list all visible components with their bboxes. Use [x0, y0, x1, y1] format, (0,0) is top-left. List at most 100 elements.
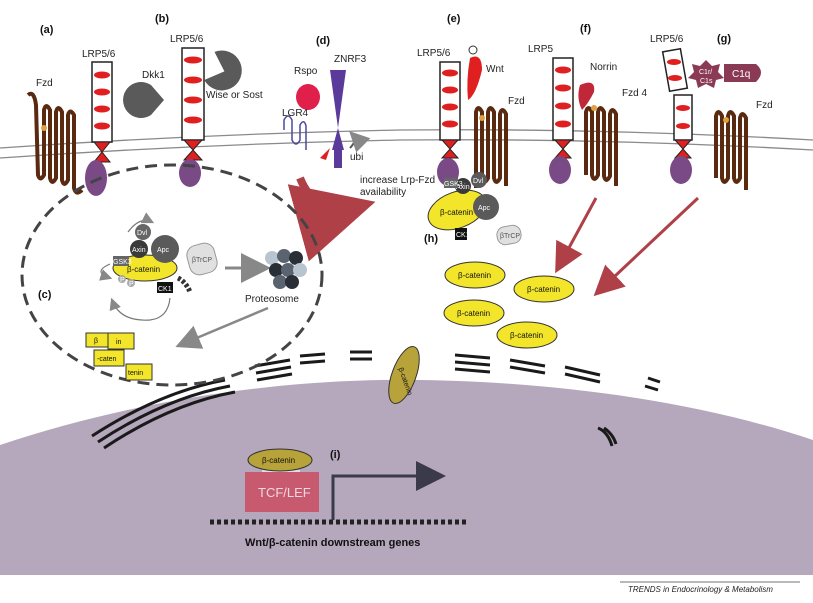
destruction-complex-e: β-catenin Apc Axin Dvl GSK3 CK1 — [427, 172, 499, 240]
lrp56-receptor-g — [661, 47, 693, 184]
gsk3-shape-c — [113, 256, 129, 266]
beta-catenin-label-h3: β-catenin — [457, 309, 490, 318]
tcf-lef-label: TCF/LEF — [258, 485, 311, 500]
lrp56-label-a: LRP5/6 — [82, 49, 116, 60]
beta-catenin-nuclear — [247, 448, 313, 472]
fragment-label-3: -caten — [97, 356, 117, 363]
c1r-c1s-shape — [688, 60, 724, 88]
btrcp-e: βTrCP — [496, 224, 522, 246]
destruction-complex-c: β-catenin Apc Axin Dvl GSK3 CK1 P P — [98, 212, 193, 321]
panel-label-b: (b) — [155, 13, 169, 25]
panel-label-a: (a) — [40, 24, 54, 36]
footer-journal: TRENDS in Endocrinology & Metabolism — [628, 585, 773, 594]
accumulated-beta-catenin: β-catenin β-catenin β-catenin β-catenin — [443, 261, 575, 349]
panel-label-f: (f) — [580, 23, 591, 35]
axin-label-c: Axin — [132, 247, 146, 254]
lrp56-label-e: LRP5/6 — [417, 48, 451, 59]
nucleus-bottom — [0, 575, 813, 603]
ck1-label-e: CK1 — [456, 232, 470, 239]
panel-label-h: (h) — [424, 233, 438, 245]
c1q-label: C1q — [732, 69, 750, 80]
increase-label-2: availability — [360, 187, 406, 198]
downstream-genes-label: Wnt/β-catenin downstream genes — [245, 537, 420, 549]
tcf-lef-box — [245, 472, 319, 512]
fzd-receptor-g — [714, 110, 748, 190]
dkk1-shape — [123, 82, 164, 118]
fragment-label-1: β — [94, 338, 98, 345]
fzd-receptor-a — [26, 91, 84, 195]
btrcp-label-e: βTrCP — [500, 233, 520, 240]
fzd4-receptor — [584, 106, 618, 186]
panel-d-rspo: Rspo ZNRF3 LGR4 ubi increase Lrp-Fzd ava… — [282, 54, 435, 262]
wnt-ligand — [467, 56, 482, 100]
rspo-label: Rspo — [294, 66, 318, 77]
dvl-label-e: Dvl — [473, 178, 484, 185]
beta-catenin-label-h4: β-catenin — [510, 331, 543, 340]
rspo-shape — [296, 84, 320, 110]
phospho-label-1: P — [120, 277, 125, 284]
panel-e-receptors: LRP5/6 Wnt Fzd — [417, 45, 525, 188]
fzd-label-g: Fzd — [756, 100, 773, 111]
beta-catenin-label-e: β-catenin — [440, 208, 473, 217]
znrf3-label: ZNRF3 — [334, 54, 367, 65]
dkk1-label: Dkk1 — [142, 70, 165, 81]
wise-sost-shape — [204, 50, 242, 91]
beta-catenin-label-i: β-catenin — [262, 456, 295, 465]
ubiquitin-tag — [320, 148, 330, 160]
norrin-label: Norrin — [590, 62, 617, 73]
btrcp-c: βTrCP — [186, 242, 218, 276]
transcription-complex: TCF/LEF β-catenin — [210, 448, 468, 525]
axin-label-e: Axin — [456, 184, 470, 191]
axin-shape-c — [130, 240, 148, 258]
znrf3-receptor — [330, 70, 346, 168]
panel-label-c: (c) — [38, 289, 52, 301]
lrp56-label-g: LRP5/6 — [650, 34, 684, 45]
gsk3-shape-e — [444, 178, 458, 188]
panel-label-e: (e) — [447, 13, 461, 25]
arrow-f-to-cytoplasm — [555, 197, 598, 274]
dvl-shape-e — [471, 172, 487, 188]
nuclear-envelope — [91, 350, 661, 450]
proteosome — [265, 249, 307, 289]
degraded-beta-catenin-fragments: β in -caten tenin — [85, 332, 153, 381]
increase-label-1: increase Lrp-Fzd — [360, 175, 435, 186]
panel-b-receptors: LRP5/6 Dkk1 Wise or Sost — [123, 34, 263, 187]
lrp56-receptor-a — [85, 61, 113, 196]
fragment-label-4: tenin — [128, 370, 143, 377]
lrp56-receptor-e — [437, 61, 461, 186]
gsk3-label-e: GSK3 — [444, 181, 463, 188]
wise-sost-label: Wise or Sost — [206, 90, 263, 101]
ubi-arrow — [349, 131, 371, 153]
arrow-to-fragments — [175, 306, 269, 349]
ck1-shape-e — [455, 228, 467, 240]
dvl-label-c: Dvl — [137, 230, 148, 237]
panel-a-receptors: Fzd LRP5/6 — [26, 49, 116, 196]
dvl-shape-c — [135, 224, 151, 240]
fragment-label-2: in — [116, 339, 122, 346]
arrow-g-to-cytoplasm — [593, 196, 700, 297]
panel-label-g: (g) — [717, 33, 731, 45]
lrp5-label-f: LRP5 — [528, 44, 553, 55]
ck1-shape-c — [157, 282, 173, 293]
apc-shape-c — [151, 235, 179, 263]
proteosome-label: Proteosome — [245, 294, 299, 305]
increase-arrow — [287, 176, 376, 262]
lrp5-receptor-f — [549, 57, 574, 184]
panel-label-i: (i) — [330, 449, 341, 461]
translocating-beta-catenin: β-catenin — [388, 346, 420, 404]
c1r-label: C1r/ — [699, 69, 712, 76]
beta-catenin-label-h1: β-catenin — [458, 271, 491, 280]
lgr4-label: LGR4 — [282, 108, 309, 119]
fzd4-label: Fzd 4 — [622, 88, 647, 99]
nucleus — [0, 379, 813, 603]
lgr4-receptor — [283, 115, 307, 150]
axin-shape-e — [455, 178, 471, 194]
transcription-arrow — [331, 461, 446, 520]
btrcp-label-c: βTrCP — [192, 257, 212, 264]
apc-label-e: Apc — [478, 205, 491, 212]
panel-label-d: (d) — [316, 35, 330, 47]
gsk3-label-c: GSK3 — [113, 259, 132, 266]
wnt-label: Wnt — [486, 64, 504, 75]
ck1-label-c: CK1 — [158, 286, 172, 293]
